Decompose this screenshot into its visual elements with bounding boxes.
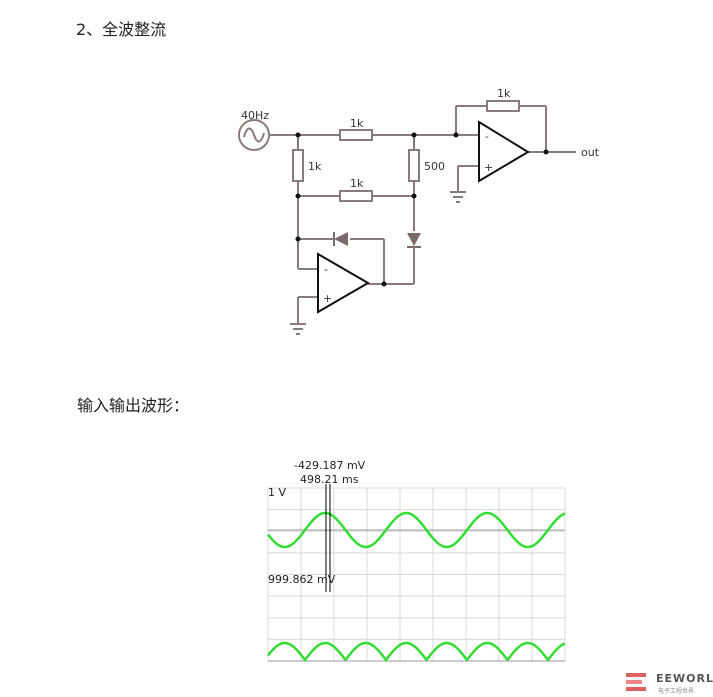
junction-dots (295, 132, 549, 287)
resistor-left-label: 1k (308, 160, 322, 173)
resistor-500-label: 500 (424, 160, 445, 173)
diode-vertical (407, 233, 421, 248)
cursor-voltage: -429.187 mV (294, 459, 366, 472)
opamp-minus-label: - (324, 263, 328, 276)
resistor-middle (339, 190, 373, 202)
source-label: 40Hz (241, 109, 269, 122)
diode-horizontal (333, 232, 348, 246)
opamp-plus-label: + (484, 161, 493, 174)
input-waveform (267, 511, 566, 549)
eeworld-logo-icon (626, 673, 646, 691)
cursor-time: 498.21 ms (300, 473, 359, 486)
circuit-wires (270, 105, 576, 324)
resistor-500 (408, 149, 420, 182)
resistor-feedback (486, 100, 520, 112)
ground-icon (290, 323, 306, 335)
output-label: out (581, 146, 600, 159)
ground-icon (450, 191, 466, 203)
channel1-scale: 1 V (268, 486, 286, 499)
watermark-logo: EEWORLD 电子工程世界 (620, 668, 713, 697)
opamp-rectifier (317, 252, 370, 314)
output-waveform (267, 641, 566, 663)
resistor-input-label: 1k (350, 117, 364, 130)
waveform-heading: 输入输出波形： (77, 396, 190, 415)
channel2-scale: 999.862 mV (268, 573, 336, 586)
watermark-brand: EEWORLD (656, 672, 713, 685)
opamp-minus-label: - (485, 130, 489, 143)
opamp-plus-label: + (323, 292, 332, 305)
resistors (292, 100, 520, 202)
watermark-sub: 电子工程世界 (658, 688, 695, 695)
opamp-summer (478, 120, 530, 183)
resistor-input (339, 129, 373, 141)
resistor-feedback-label: 1k (497, 87, 511, 100)
resistor-middle-label: 1k (350, 177, 364, 190)
section-heading: 2、全波整流 (76, 20, 167, 39)
resistor-left (292, 149, 304, 182)
